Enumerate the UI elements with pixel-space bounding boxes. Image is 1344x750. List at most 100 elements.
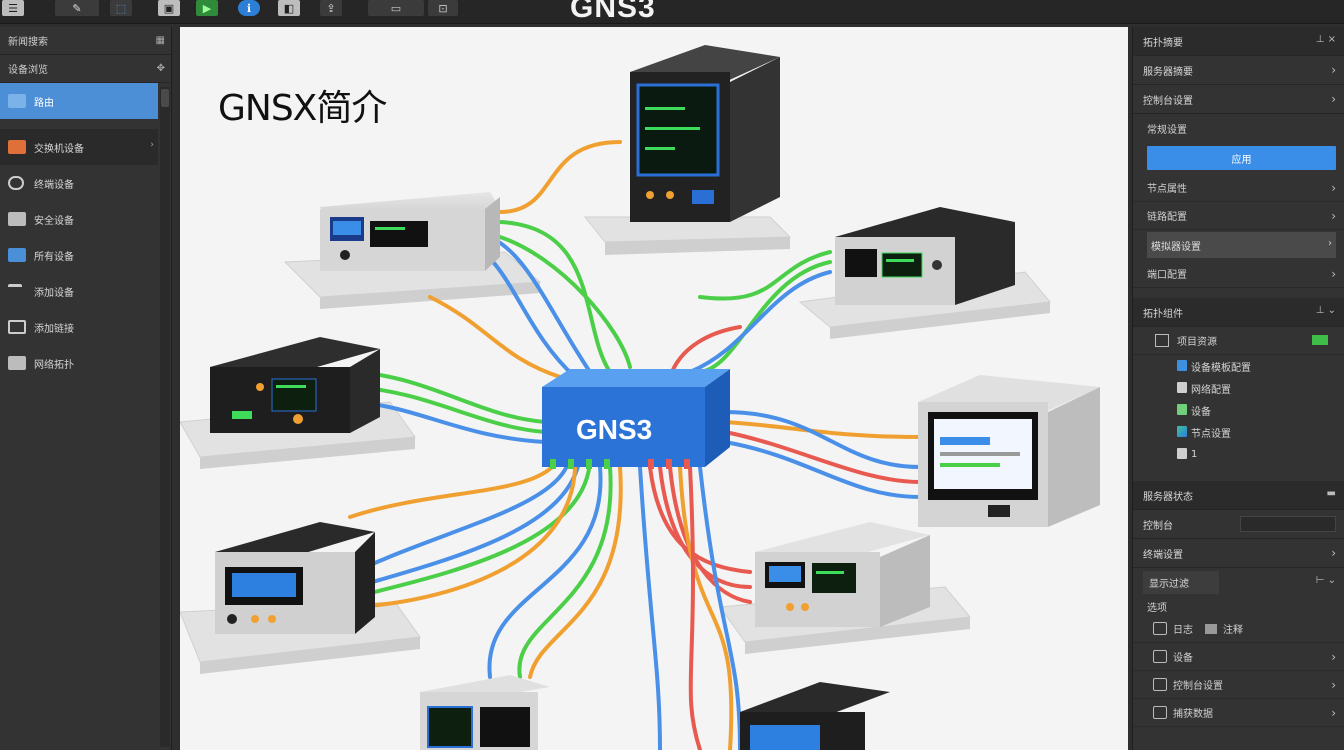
tower-led <box>666 191 674 199</box>
filter-icon[interactable]: ⊢ ⌄ <box>1315 575 1336 586</box>
device-right-low[interactable] <box>755 522 930 627</box>
log-icon <box>1153 622 1167 635</box>
gns3-hub[interactable]: GNS3 <box>542 369 730 469</box>
list-item-devices[interactable]: 设备 › <box>1133 643 1344 671</box>
node-properties-item[interactable]: 节点属性 › <box>1133 174 1344 202</box>
start-icon[interactable]: ▶ <box>196 0 218 16</box>
hub-side-face <box>705 369 730 467</box>
device-icon <box>1153 650 1167 663</box>
console-settings-row[interactable]: 控制台设置 › <box>1133 85 1344 114</box>
device-knob <box>293 414 303 424</box>
minimize-icon[interactable]: ▬ <box>1326 488 1336 499</box>
sidebar-item-security[interactable]: 安全设备 <box>0 201 171 237</box>
topology-components-header[interactable]: 拓扑组件 ⊥ ⌄ <box>1133 298 1344 327</box>
sidebar-item-label: 路由 <box>34 97 54 109</box>
link-config-item[interactable]: 链路配置 › <box>1133 202 1344 230</box>
device-screen <box>427 706 473 748</box>
tree-item[interactable]: 节点设置 <box>1133 421 1344 443</box>
emulator-settings-field[interactable]: 模拟器设置 › <box>1147 232 1336 258</box>
server-summary-row[interactable]: 服务器摘要 › <box>1133 56 1344 85</box>
sidebar-item-endpoints[interactable]: 终端设备 <box>0 165 171 201</box>
sidebar-item-routers[interactable]: 路由 <box>0 83 158 119</box>
cable-red-2 <box>723 430 922 484</box>
list-item-capture[interactable]: 捕获数据 › <box>1133 699 1344 727</box>
device-right-monitor[interactable] <box>918 375 1100 527</box>
lock-icon[interactable]: ⊡ <box>428 0 458 16</box>
device-display <box>812 563 856 593</box>
sidebar-item-label: 安全设备 <box>34 215 74 227</box>
device-left-mid[interactable] <box>210 337 380 433</box>
all-devices-icon <box>8 248 26 262</box>
project-resources-item[interactable]: 项目资源 <box>1133 327 1344 355</box>
sidebar-item-add-link[interactable]: 添加链接 <box>0 309 171 345</box>
menu-icon[interactable]: ☰ <box>2 0 24 16</box>
hub-port <box>648 459 654 469</box>
hub-port <box>604 459 610 469</box>
device-side <box>350 349 380 433</box>
device-bottom-center[interactable] <box>420 675 550 750</box>
list-item-console-settings[interactable]: 控制台设置 › <box>1133 671 1344 699</box>
device-bottom-left[interactable] <box>215 522 375 634</box>
topology-canvas[interactable]: GNSX简介 <box>180 27 1128 750</box>
list-item-log[interactable]: 日志 注释 <box>1133 615 1344 643</box>
screen-bar <box>940 437 990 445</box>
device-led <box>786 603 794 611</box>
cable-orange-2 <box>723 420 922 439</box>
hub-port <box>586 459 592 469</box>
device-screen-fill <box>333 221 361 235</box>
snapshot-icon[interactable]: ▭ <box>368 0 424 16</box>
collapse-icon[interactable]: ⊥ ⌄ <box>1315 305 1336 316</box>
device-screen <box>750 725 820 750</box>
device-screen-fill <box>232 573 296 597</box>
tree-item[interactable]: 网络配置 <box>1133 377 1344 399</box>
left-scrollbar[interactable] <box>160 87 170 747</box>
display-filter-row[interactable]: 显示过滤 ⊢ ⌄ <box>1133 568 1344 597</box>
layout-icon[interactable]: ◧ <box>278 0 300 16</box>
topology-summary-row[interactable]: 拓扑摘要 ⊥ × <box>1133 27 1344 56</box>
device-led <box>251 615 259 623</box>
cable-red-5 <box>668 465 752 604</box>
display-line <box>276 385 306 388</box>
console-icon[interactable]: ▣ <box>158 0 180 16</box>
device-bottom-right[interactable] <box>740 682 890 750</box>
device-browser-panel: 新闻搜索 ▦ 设备浏览 ✥ 路由 交换机设备 › 终端设备 安全设备 所有设备 … <box>0 27 172 750</box>
sidebar-item-all-devices[interactable]: 所有设备 <box>0 237 171 273</box>
tree-item[interactable]: 1 <box>1133 443 1344 465</box>
edit-icon[interactable]: ✎ <box>55 0 99 16</box>
device-right-upper[interactable] <box>835 207 1015 305</box>
apply-button[interactable]: 应用 <box>1147 146 1336 170</box>
port-config-item[interactable]: 端口配置 › <box>1133 260 1344 288</box>
console-input[interactable] <box>1240 516 1336 532</box>
pin-icon[interactable]: ⊥ × <box>1315 34 1336 45</box>
console-row[interactable]: 控制台 <box>1133 510 1344 539</box>
screen-line <box>645 127 700 130</box>
chevron-right-icon: › <box>1331 209 1336 223</box>
sidebar-item-add-device[interactable]: 添加设备 <box>0 273 171 309</box>
sidebar-item-switches[interactable]: 交换机设备 › <box>0 129 158 165</box>
cable-orange-3 <box>348 455 562 519</box>
tower-led <box>646 191 654 199</box>
info-icon[interactable]: ℹ <box>238 0 260 16</box>
link-icon[interactable]: ⬚ <box>110 0 132 16</box>
sidebar-item-topology[interactable]: 网络拓扑 <box>0 345 171 381</box>
terminal-settings-row[interactable]: 终端设置 › <box>1133 539 1344 568</box>
pin-icon[interactable]: ✥ <box>156 63 165 74</box>
export-icon[interactable]: ⇪ <box>320 0 342 16</box>
chevron-right-icon: › <box>1331 706 1336 720</box>
display-line <box>375 227 405 230</box>
device-side <box>485 197 500 271</box>
device-tower-top[interactable] <box>630 45 780 222</box>
tree-item[interactable]: 设备 <box>1133 399 1344 421</box>
device-top-left[interactable] <box>320 192 500 271</box>
scrollbar-thumb[interactable] <box>161 89 169 107</box>
sidebar-item-label: 添加设备 <box>34 287 74 299</box>
grid-icon[interactable]: ▦ <box>155 35 165 46</box>
tree-item[interactable]: 设备模板配置 <box>1133 355 1344 377</box>
chevron-right-icon: › <box>1331 92 1336 106</box>
cable-green-8 <box>517 465 613 679</box>
swatch-icon <box>1205 623 1217 634</box>
left-panel-header: 新闻搜索 ▦ <box>0 27 171 55</box>
cable-green-3 <box>698 250 832 301</box>
hub-port <box>666 459 672 469</box>
server-status-row[interactable]: 服务器状态 ▬ <box>1133 481 1344 510</box>
